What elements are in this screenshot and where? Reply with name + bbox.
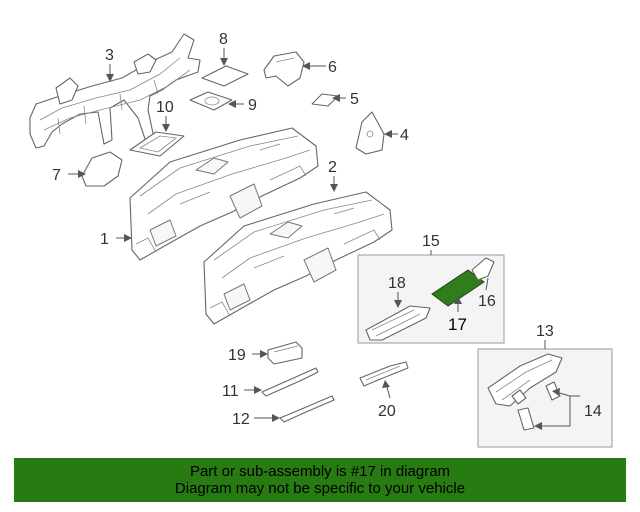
info-banner: Part or sub-assembly is #17 in diagram D… [14, 458, 626, 502]
callout-7: 7 [52, 167, 61, 184]
part-3-cross-car-beam [29, 33, 201, 149]
callout-18: 18 [388, 275, 406, 292]
callout-4: 4 [400, 127, 409, 144]
callout-6: 6 [328, 59, 337, 76]
part-8 [201, 65, 249, 87]
callout-17: 17 [448, 315, 467, 334]
part-9 [189, 91, 233, 111]
part-1-dash-panel [129, 127, 319, 261]
banner-line-2: Diagram may not be specific to your vehi… [174, 480, 466, 497]
callout-14: 14 [584, 403, 602, 420]
part-6 [263, 51, 305, 87]
callout-15: 15 [422, 233, 440, 250]
callout-labels: 1 2 3 4 5 6 7 8 9 10 11 12 13 14 15 16 1… [52, 31, 602, 428]
callout-1: 1 [100, 231, 109, 248]
part-12 [279, 395, 335, 423]
part-13 [487, 353, 563, 407]
part-11 [261, 367, 319, 397]
part-17-highlighted [431, 269, 485, 307]
callout-12: 12 [232, 411, 250, 428]
part-19 [267, 341, 303, 365]
part-5 [311, 93, 339, 107]
parts-diagram: 1 2 3 4 5 6 7 8 9 10 11 12 13 14 15 16 1… [29, 31, 613, 448]
callout-9: 9 [248, 97, 257, 114]
callout-8: 8 [219, 31, 228, 48]
callout-11: 11 [222, 383, 239, 400]
part-2-dash-panel [203, 191, 393, 325]
leader-lines [68, 48, 580, 430]
callout-5: 5 [350, 91, 359, 108]
callout-16: 16 [478, 293, 496, 310]
banner-line-1: Part or sub-assembly is #17 in diagram [189, 463, 451, 480]
part-7 [81, 151, 123, 187]
part-20 [359, 361, 409, 387]
part-18 [365, 305, 431, 341]
part-4 [355, 111, 385, 155]
callout-19: 19 [228, 347, 246, 364]
part-16 [471, 257, 495, 281]
callout-2: 2 [328, 159, 337, 176]
callout-3: 3 [105, 47, 114, 64]
callout-13: 13 [536, 323, 554, 340]
part-10 [129, 131, 185, 157]
callout-20: 20 [378, 403, 396, 420]
callout-10: 10 [156, 99, 174, 116]
